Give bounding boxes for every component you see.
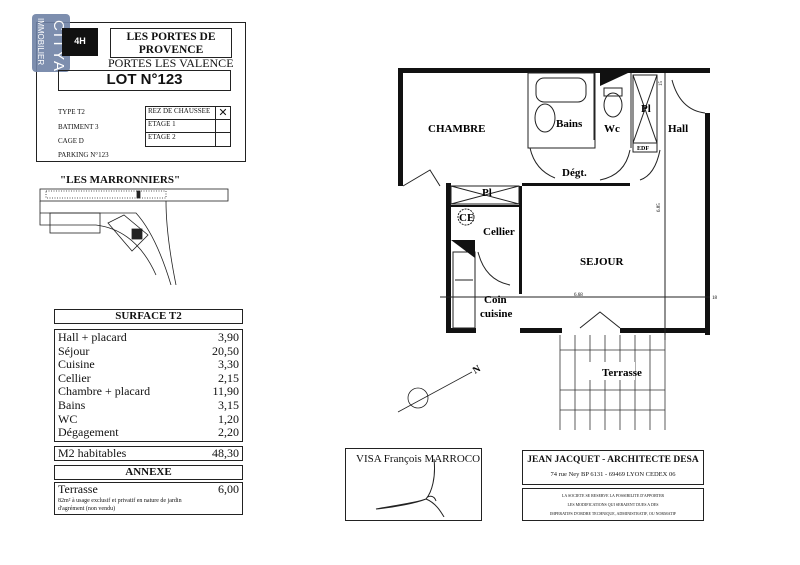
architect-name: JEAN JACQUET - ARCHITECTE DESA xyxy=(527,455,699,465)
logo-sub: IMMOBILIER xyxy=(36,18,45,66)
table-row: Dégagement 2,20 xyxy=(55,426,242,440)
surface-title-text: SURFACE T2 xyxy=(115,310,182,322)
level-label: ETAGE 1 xyxy=(146,120,216,132)
level-table: REZ DE CHAUSSEE✕ ETAGE 1 ETAGE 2 xyxy=(145,106,231,147)
annexe-note: 82m² à usage exclusif et privatif en nat… xyxy=(58,497,182,512)
level-row: ETAGE 1 xyxy=(146,120,230,133)
room-wc: Wc xyxy=(604,123,620,135)
north-arrow xyxy=(397,371,473,413)
room-bains: Bains xyxy=(556,118,583,130)
ce-label: CE xyxy=(459,212,474,224)
total-area: 48,30 xyxy=(212,446,239,460)
checkbox xyxy=(216,120,230,132)
level-label: REZ DE CHAUSSEE xyxy=(146,107,216,119)
disclaimer-box: LA SOCIETE SE RESERVE LA POSSIBILITE D'A… xyxy=(522,488,704,521)
room-area: 3,90 xyxy=(218,330,239,344)
site-title: "LES MARRONNIERS" xyxy=(60,174,181,186)
walls xyxy=(398,68,710,335)
table-row: WC 1,20 xyxy=(55,411,242,427)
terrace-grid xyxy=(559,335,666,430)
table-row: Hall + placard 3,90 xyxy=(55,330,242,345)
room-name: Bains xyxy=(58,397,86,412)
disclaimer-line: LES MODIFICATIONS QUI SERAIENT DUES A DE… xyxy=(567,502,659,507)
table-row: Chambre + placard 11,90 xyxy=(55,385,242,399)
room-area: 3,15 xyxy=(218,397,239,412)
room-area: 20,50 xyxy=(212,343,239,358)
level-label: ETAGE 2 xyxy=(146,133,216,146)
edf-label: EDF xyxy=(637,146,649,152)
total-label: M2 habitables xyxy=(58,446,127,460)
room-area: 11,90 xyxy=(212,384,239,399)
info-type: TYPE T2 xyxy=(58,108,85,116)
room-area: 2,15 xyxy=(218,370,239,385)
checkbox-checked: ✕ xyxy=(218,107,228,119)
room-terrasse: Terrasse xyxy=(602,367,642,379)
annexe-table: Terrasse 6,00 82m² à usage exclusif et pr… xyxy=(54,482,243,515)
table-row: Cellier 2,15 xyxy=(55,370,242,386)
dimension-width: 6.68 xyxy=(574,293,583,298)
level-row: ETAGE 2 xyxy=(146,133,230,146)
room-placard-2: Pl xyxy=(482,187,492,199)
room-area: 2,20 xyxy=(218,425,239,440)
annexe-title: ANNEXE xyxy=(54,465,243,480)
table-row: Séjour 20,50 xyxy=(55,343,242,359)
north-label: N xyxy=(471,363,483,377)
room-area: 6,00 xyxy=(218,482,239,496)
lot-number: LOT N°123 xyxy=(58,70,231,91)
program-title: LES PORTES DE PROVENCE xyxy=(110,28,232,58)
disclaimer-line: LA SOCIETE SE RESERVE LA POSSIBILITE D'A… xyxy=(561,493,665,498)
room-name: Séjour xyxy=(58,343,90,358)
surface-title: SURFACE T2 xyxy=(54,309,243,324)
info-batiment: BATIMENT 3 xyxy=(58,123,99,131)
lot-label: LOT N°123 xyxy=(106,71,183,88)
room-degagement: Dégt. xyxy=(562,167,587,179)
room-area: 1,20 xyxy=(218,411,239,426)
table-row: Cuisine 3,30 xyxy=(55,358,242,372)
checkbox xyxy=(216,133,230,146)
annexe-title-text: ANNEXE xyxy=(125,466,172,478)
room-name: Terrasse xyxy=(58,482,98,496)
info-cage: CAGE D xyxy=(58,137,84,145)
room-name: Cuisine xyxy=(58,357,95,372)
room-area: 3,30 xyxy=(218,357,239,372)
room-name: Chambre + placard xyxy=(58,384,151,399)
room-cellier: Cellier xyxy=(483,226,515,238)
city-name: PORTES LES VALENCE xyxy=(108,56,234,70)
visa-box: VISA François MARROCO xyxy=(345,448,482,521)
dimension-mark-2: 15 xyxy=(659,81,664,87)
visa-label: VISA François MARROCO xyxy=(356,453,481,465)
dimension-mark: 18 xyxy=(712,296,718,301)
dimension-depth: 6.85 xyxy=(657,203,662,212)
program-name: LES PORTES DE PROVENCE xyxy=(126,31,216,56)
lot-card xyxy=(36,22,246,162)
architect-address: 74 rue Ney BP 6131 - 69469 LYON CEDEX 06 xyxy=(550,471,676,478)
total-row: M2 habitables 48,30 xyxy=(54,446,243,461)
floor-plan: CHAMBRE Bains Wc Pl Hall EDF Dégt. Pl CE… xyxy=(397,68,718,430)
room-cuisine: cuisine xyxy=(480,308,513,320)
surface-table: Hall + placard 3,90 Séjour 20,50 Cuisine 3,… xyxy=(54,329,243,442)
room-name: Hall + placard xyxy=(58,330,127,344)
room-chambre: CHAMBRE xyxy=(428,123,485,135)
room-sejour: SEJOUR xyxy=(580,256,624,268)
info-parking: PARKING N°123 xyxy=(58,151,109,159)
room-placard: Pl xyxy=(641,103,651,115)
room-hall: Hall xyxy=(668,123,688,135)
table-row: Terrasse 6,00 xyxy=(55,482,242,497)
site-plan xyxy=(39,188,229,285)
signature xyxy=(375,458,445,517)
room-name: Dégagement xyxy=(58,425,119,440)
table-row: Bains 3,15 xyxy=(55,397,242,413)
room-name: Cellier xyxy=(58,370,91,385)
room-coin: Coin xyxy=(484,294,507,306)
disclaimer-line: IMPERATIFS D'ORDRE TECHNIQUE, ADMINISTRA… xyxy=(549,511,677,516)
room-name: WC xyxy=(58,411,78,426)
level-row: REZ DE CHAUSSEE✕ xyxy=(146,107,230,120)
architect-box: JEAN JACQUET - ARCHITECTE DESA 74 rue Ne… xyxy=(522,450,704,485)
promoter-logo: 4H xyxy=(62,28,98,56)
